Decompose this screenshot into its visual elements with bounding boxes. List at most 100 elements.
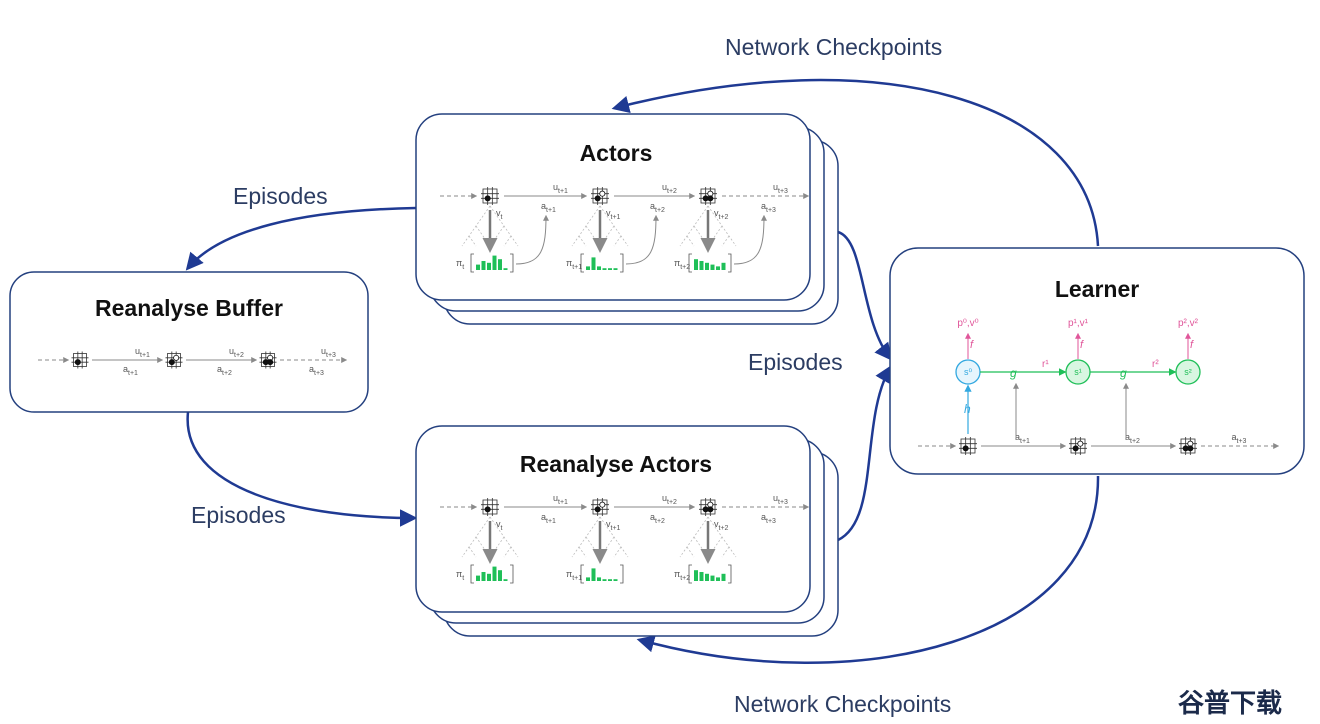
policy-bar — [591, 257, 596, 270]
policy-bar — [608, 268, 612, 270]
policy-bracket-left — [688, 253, 692, 273]
policy-bracket-left — [688, 564, 692, 584]
board-state-icon — [481, 187, 499, 205]
policy-bar — [721, 573, 726, 581]
policy-bar — [608, 579, 612, 581]
value-label-v: vt — [496, 208, 503, 221]
policy-bar — [602, 579, 607, 581]
policy-bar — [699, 572, 704, 581]
episodes-arrow-reanalyse-to-learner — [837, 364, 892, 542]
policy-bar — [503, 268, 508, 270]
policy-bar — [498, 259, 502, 270]
checkpoints-arrow-bottom — [636, 475, 1100, 664]
episodes-arrow-actors-to-buffer — [185, 206, 417, 271]
board-state-icon — [591, 187, 609, 205]
checkpoints-arrow-top — [611, 78, 1100, 247]
policy-to-action-arrow — [733, 214, 767, 265]
reanalyse-buffer-title: Reanalyse Buffer — [95, 295, 283, 321]
policy-bracket-left — [580, 253, 584, 273]
learner-title: Learner — [1055, 276, 1139, 302]
network-checkpoints-top-label: Network Checkpoints — [725, 34, 942, 60]
policy-bar — [476, 264, 480, 270]
policy-bar — [602, 268, 607, 270]
representation-fn-h: h — [964, 402, 971, 416]
latent-state-label: s¹ — [1074, 367, 1082, 377]
dynamics-fn-g: g — [1120, 366, 1127, 380]
reward-label-r: r¹ — [1042, 359, 1049, 370]
board-state-icon — [1069, 437, 1087, 455]
policy-bracket-right — [510, 564, 514, 584]
search-tree — [679, 205, 737, 253]
policy-bar — [487, 262, 491, 270]
reward-label-r: r² — [1152, 359, 1159, 370]
policy-bar — [705, 573, 709, 581]
policy-bar — [591, 568, 596, 581]
policy-bar — [710, 575, 715, 581]
policy-bar — [694, 570, 698, 581]
prediction-fn-f: f — [1190, 339, 1194, 351]
policy-label-pi: πt — [456, 258, 464, 271]
policy-bar — [481, 261, 486, 270]
policy-bar — [503, 579, 508, 581]
policy-bar — [597, 266, 601, 270]
episodes-label-to-learner: Episodes — [748, 349, 843, 375]
reanalyse-buffer-box — [9, 271, 369, 413]
search-tree — [679, 516, 737, 564]
board-state-icon — [591, 498, 609, 516]
latent-state-label: s⁰ — [964, 367, 973, 377]
reanalyse-buffer: Reanalyse Buffer ut+1at+1ut+2at+2ut+3at+… — [9, 271, 369, 413]
prediction-label: p⁰,v⁰ — [957, 318, 978, 329]
policy-bracket-right — [728, 564, 732, 584]
watermark-logo: 谷普下载 — [1178, 688, 1282, 719]
policy-bracket-left — [580, 564, 584, 584]
policy-bracket-left — [470, 564, 474, 584]
policy-bar — [699, 261, 704, 270]
policy-bracket-right — [510, 253, 514, 273]
policy-bar — [721, 262, 726, 270]
policy-bracket-right — [728, 253, 732, 273]
policy-bar — [716, 577, 720, 581]
dynamics-fn-g: g — [1010, 366, 1017, 380]
episodes-arrow-buffer-to-reanalyse — [186, 411, 418, 527]
policy-bar — [586, 577, 590, 581]
policy-bar — [476, 575, 480, 581]
policy-label-pi: πt — [456, 569, 464, 582]
policy-bar — [487, 573, 491, 581]
board-state-icon — [71, 351, 89, 369]
policy-bar — [597, 577, 601, 581]
policy-bar — [705, 262, 709, 270]
prediction-fn-f: f — [970, 339, 974, 351]
policy-bracket-right — [620, 253, 624, 273]
prediction-fn-f: f — [1080, 339, 1084, 351]
policy-bracket-left — [470, 253, 474, 273]
latent-state-label: s² — [1184, 367, 1192, 377]
reanalyse-actors-title: Reanalyse Actors — [520, 451, 712, 477]
policy-bracket-right — [620, 564, 624, 584]
board-state-icon — [165, 351, 183, 369]
board-state-icon — [481, 498, 499, 516]
policy-bar — [498, 570, 502, 581]
actors-title: Actors — [580, 140, 653, 166]
reanalyse-actors-box — [415, 425, 811, 613]
prediction-label: p²,v² — [1178, 318, 1199, 329]
actors-stack: Actors ut+1at+1vtπtut+2at+2vt+1πt+1ut+3a… — [415, 113, 839, 325]
policy-bar — [694, 259, 698, 270]
policy-bar — [481, 572, 486, 581]
network-checkpoints-bottom-label: Network Checkpoints — [734, 691, 951, 717]
policy-bar — [710, 264, 715, 270]
board-state-icon — [259, 351, 277, 369]
policy-bar — [586, 266, 590, 270]
policy-bar — [613, 268, 618, 270]
policy-to-action-arrow — [625, 214, 659, 265]
value-label-v: vt — [496, 519, 503, 532]
policy-bar — [492, 255, 497, 270]
board-state-icon — [1179, 437, 1197, 455]
board-state-icon — [699, 187, 717, 205]
policy-bar — [716, 266, 720, 270]
prediction-label: p¹,v¹ — [1068, 318, 1089, 329]
learner-box — [889, 247, 1305, 475]
policy-bar — [492, 566, 497, 581]
